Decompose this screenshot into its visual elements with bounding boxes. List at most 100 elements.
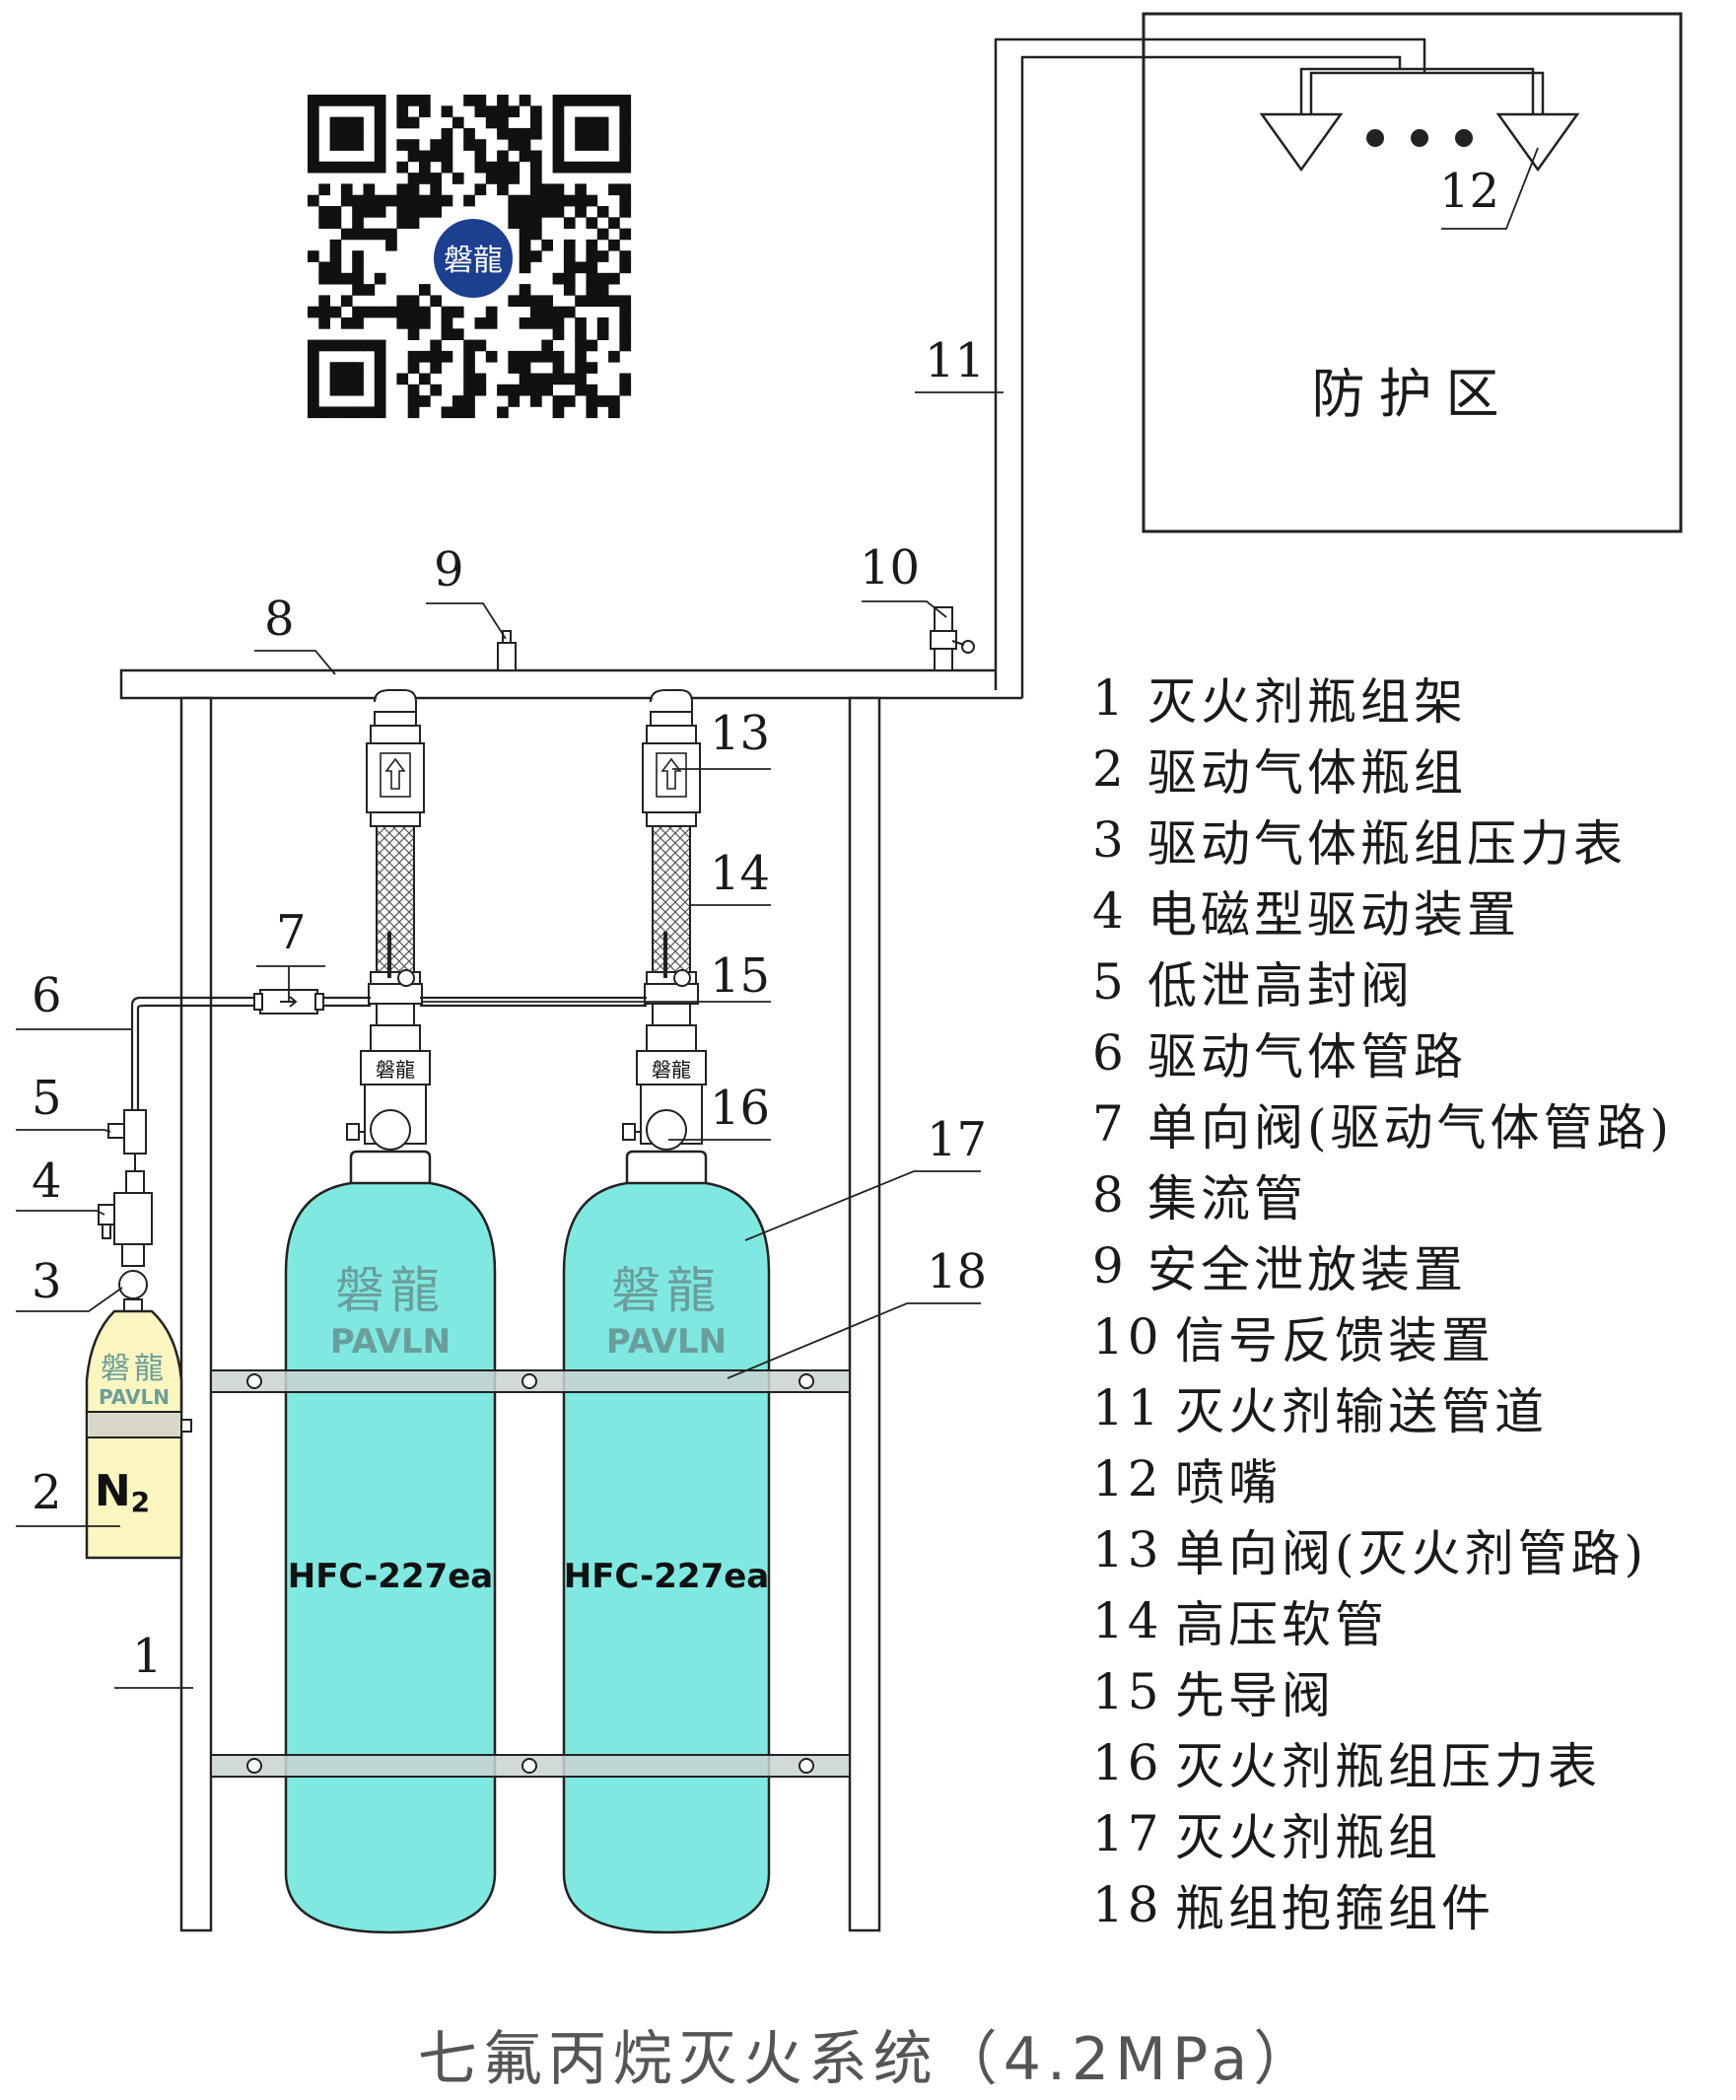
n2-label: N2 <box>95 1466 150 1518</box>
legend-item-label: 驱动气体瓶组 <box>1147 744 1467 802</box>
cylinder-left-brand-cn: 磐龍 <box>335 1262 446 1319</box>
cylinder-left-agent: HFC-227ea <box>288 1557 494 1596</box>
legend-item-label: 安全泄放装置 <box>1147 1241 1467 1298</box>
legend-item-label: 电磁型驱动装置 <box>1147 886 1520 944</box>
legend-item-label: 驱动气体瓶组压力表 <box>1147 815 1627 873</box>
legend-item-label: 灭火剂瓶组架 <box>1147 673 1467 731</box>
n2-drive-cylinder-assembly <box>85 1109 192 1560</box>
legend-item-label: 喷嘴 <box>1175 1454 1282 1511</box>
legend-item-label: 灭火剂瓶组 <box>1175 1809 1441 1866</box>
legend-item-number: 16 <box>1092 1734 1163 1791</box>
drive-gas-pipe <box>130 996 647 1110</box>
valve-badge-left: 磐龍 <box>376 1058 415 1082</box>
legend-item: 8 集流管 <box>1092 1159 1703 1230</box>
callout-13: 13 <box>710 706 771 761</box>
callout-7: 7 <box>276 905 307 960</box>
page-title: 七氟丙烷灭火系统（4.2MPa） <box>417 2025 1319 2094</box>
agent-delivery-pipe <box>994 37 1545 698</box>
callout-14: 14 <box>710 846 771 901</box>
legend-item-number: 5 <box>1092 953 1128 1011</box>
callout-2: 2 <box>32 1465 62 1520</box>
protection-zone-label: 防护区 <box>1311 363 1513 425</box>
nozzle-dot <box>1411 129 1428 147</box>
qr-logo-badge <box>434 219 513 298</box>
callout-1: 1 <box>132 1629 163 1684</box>
qr-logo-text: 磐龍 <box>444 244 503 278</box>
cylinder-right-agent: HFC-227ea <box>564 1557 770 1596</box>
cylinder-right-brand-en: PAVLN <box>606 1322 727 1362</box>
legend-item: 1 灭火剂瓶组架 <box>1092 663 1703 734</box>
n2-brand-cn: 磐龍 <box>101 1352 168 1386</box>
legend-item-number: 18 <box>1092 1876 1163 1933</box>
legend-item-label: 驱动气体管路 <box>1147 1028 1467 1085</box>
n2-brand-en: PAVLN <box>99 1385 170 1409</box>
legend-item-label: 灭火剂瓶组压力表 <box>1175 1738 1601 1795</box>
legend-item-label: 高压软管 <box>1175 1596 1388 1653</box>
signal-feedback-device <box>930 606 975 671</box>
legend-item: 6 驱动气体管路 <box>1092 1017 1703 1088</box>
legend-item-label: 信号反馈装置 <box>1175 1312 1494 1369</box>
legend-item-number: 10 <box>1092 1308 1163 1365</box>
nozzle-left <box>1259 112 1344 173</box>
cylinder-strap-lower <box>210 1754 851 1778</box>
cylinder-right-brand-cn: 磐龍 <box>611 1262 722 1319</box>
legend-item: 3 驱动气体瓶组压力表 <box>1092 805 1703 875</box>
callout-16: 16 <box>710 1081 771 1136</box>
callout-6: 6 <box>32 968 62 1023</box>
legend-item-number: 17 <box>1092 1805 1163 1862</box>
rack-post-left <box>179 696 213 1932</box>
legend-item-number: 11 <box>1092 1379 1163 1436</box>
callout-10: 10 <box>860 540 921 595</box>
callout-leaders <box>16 391 1004 1689</box>
callout-12: 12 <box>1439 164 1500 219</box>
protection-zone-box <box>1142 12 1683 533</box>
callout-18: 18 <box>927 1244 988 1299</box>
legend-item-label: 灭火剂输送管道 <box>1175 1383 1548 1440</box>
callout-5: 5 <box>32 1071 62 1126</box>
legend-item: 9 安全泄放装置 <box>1092 1230 1703 1301</box>
legend-item-number: 1 <box>1092 669 1128 727</box>
callout-11: 11 <box>925 333 986 388</box>
legend-item-number: 8 <box>1092 1166 1128 1224</box>
legend-item: 4 电磁型驱动装置 <box>1092 875 1703 946</box>
callout-17: 17 <box>927 1112 988 1167</box>
legend-item-number: 2 <box>1092 740 1128 798</box>
valve-badge-right: 磐龍 <box>652 1058 691 1082</box>
rack-post-right <box>848 696 881 1932</box>
legend-item-number: 3 <box>1092 811 1128 869</box>
callout-3: 3 <box>32 1254 62 1309</box>
legend-item-label: 先导阀 <box>1175 1667 1335 1724</box>
callout-9: 9 <box>434 542 464 597</box>
legend-item-number: 15 <box>1092 1663 1163 1720</box>
legend-item-number: 6 <box>1092 1024 1128 1082</box>
legend-item-number: 14 <box>1092 1592 1163 1649</box>
safety-relief-device <box>497 630 517 671</box>
manifold-pipe <box>119 668 1022 700</box>
cylinder-left-brand-en: PAVLN <box>330 1322 451 1362</box>
callout-15: 15 <box>710 948 771 1004</box>
legend-item-label: 瓶组抱箍组件 <box>1175 1880 1494 1937</box>
cylinder-strap-upper <box>210 1369 851 1393</box>
qr-code <box>308 95 632 419</box>
legend-item-number: 4 <box>1092 882 1128 940</box>
legend-item-number: 13 <box>1092 1521 1163 1578</box>
legend-item: 2 驱动气体瓶组 <box>1092 734 1703 805</box>
legend-item-label: 集流管 <box>1147 1170 1307 1227</box>
callout-8: 8 <box>264 592 295 647</box>
legend-item-number: 9 <box>1092 1237 1128 1295</box>
nozzle-right <box>1495 112 1580 173</box>
nozzle-dot <box>1366 129 1384 147</box>
